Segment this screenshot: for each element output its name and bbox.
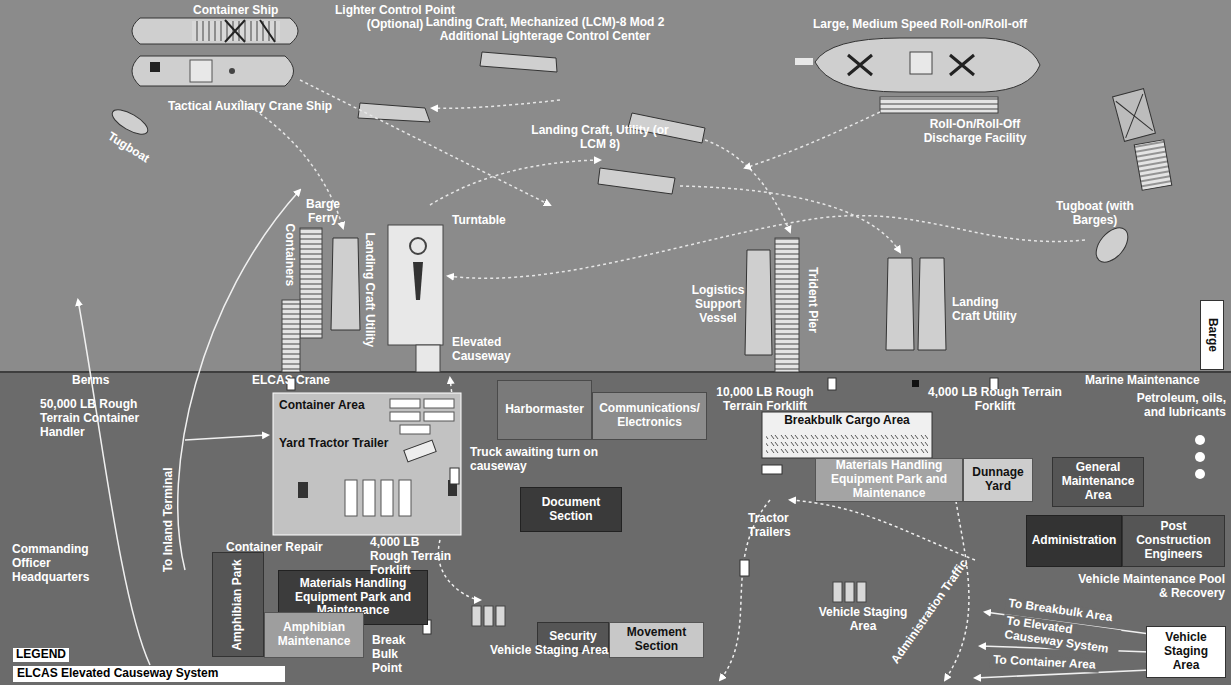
area-label: Breakbulk Cargo Area [762, 414, 932, 428]
text-label: Vehicle Staging Area [490, 644, 608, 658]
text-label: 4,000 LB Rough Terrain Forklift [920, 386, 1070, 414]
area-label: Communications/ Electronics [597, 402, 702, 430]
area-label: General Maintenance Area [1057, 461, 1139, 502]
area-label: Barge [1205, 318, 1219, 352]
area-box: Harbormaster [497, 380, 592, 440]
area-box: Dunnage Yard [963, 458, 1033, 502]
legend-text: ELCAS Elevated Causeway System [17, 666, 218, 680]
area-label: Vehicle Staging Area [1151, 631, 1221, 672]
area-label: Amphibian Maintenance [269, 621, 359, 649]
text-label: ELCAS Crane [252, 374, 330, 388]
text-label: Roll-On/Roll-Off Discharge Facility [905, 118, 1045, 146]
area-label: Materials Handling Equipment Park and Ma… [820, 459, 958, 500]
text-label: Container Ship [193, 4, 278, 18]
text-label: Elevated Causeway [452, 336, 532, 364]
text-label: Tractor Trailers [748, 512, 810, 540]
text-label: Trident Pier [805, 267, 819, 333]
text-label: Berms [72, 374, 109, 388]
text-label: Container Repair [226, 541, 323, 555]
text-label: Tugboat (with Barges) [1040, 200, 1150, 228]
text-label: Vehicle Staging Area [818, 606, 908, 634]
area-box: Amphibian Park [212, 552, 264, 657]
legend-row: ELCAS Elevated Causeway System [13, 666, 285, 682]
text-label: Vehicle Maintenance Pool & Recovery [1075, 573, 1225, 601]
text-label: To Inland Terminal [161, 468, 175, 573]
area-label: Dunnage Yard [968, 466, 1028, 494]
area-box: Post Construction Engineers [1122, 515, 1225, 567]
area-label: Harbormaster [505, 403, 584, 417]
area-label: Security [549, 630, 596, 644]
text-label: Turntable [452, 214, 506, 228]
area-box: Document Section [520, 487, 622, 532]
area-box: Amphibian Maintenance [264, 612, 364, 658]
area-box: Movement Section [609, 622, 704, 658]
text-label: Barge Ferry [298, 198, 348, 226]
text-label: Marine Maintenance [1085, 374, 1200, 388]
area-label: Container Area [279, 399, 365, 413]
area-box: Materials Handling Equipment Park and Ma… [815, 458, 963, 502]
text-label: Landing Craft Utility [952, 296, 1024, 324]
area-box: Administration [1026, 515, 1122, 567]
area-box: Barge [1200, 300, 1224, 370]
text-label: Tactical Auxiliary Crane Ship [168, 100, 368, 114]
text-label: Commanding Officer Headquarters [12, 543, 122, 584]
text-label: LEGEND [13, 648, 69, 662]
area-box: Container AreaYard Tractor Trailer [273, 393, 461, 535]
text-label: 4,000 LB Rough Terrain Forklift [370, 536, 455, 577]
text-label: Landing Craft, Mechanized (LCM)-8 Mod 2 … [420, 16, 670, 44]
area-label: Administration [1032, 534, 1117, 548]
text-label: Containers [282, 224, 296, 287]
text-label: Truck awaiting turn on causeway [470, 446, 630, 474]
text-label: Landing Craft, Utility (or LCM 8) [525, 124, 675, 152]
text-label: 50,000 LB Rough Terrain Container Handle… [40, 398, 175, 439]
area-label: Yard Tractor Trailer [279, 437, 388, 451]
area-label: Movement Section [614, 626, 699, 654]
area-box: Breakbulk Cargo Area [762, 412, 932, 458]
area-label: Post Construction Engineers [1127, 520, 1220, 561]
text-label: Logistics Support Vessel [688, 284, 748, 325]
area-label: Document Section [525, 496, 617, 524]
text-label: Landing Craft Utility [362, 233, 376, 348]
text-label: Break Bulk Point [372, 634, 420, 675]
area-box: Vehicle Staging Area [1146, 626, 1226, 678]
text-label: Large, Medium Speed Roll-on/Roll-off [800, 18, 1040, 32]
text-label: 10,000 LB Rough Terrain Forklift [700, 386, 830, 414]
area-box: General Maintenance Area [1052, 457, 1144, 507]
area-label: Amphibian Park [231, 559, 245, 650]
text-label: Petroleum, oils, and lubricants [1126, 392, 1226, 420]
area-box: Communications/ Electronics [592, 392, 707, 440]
